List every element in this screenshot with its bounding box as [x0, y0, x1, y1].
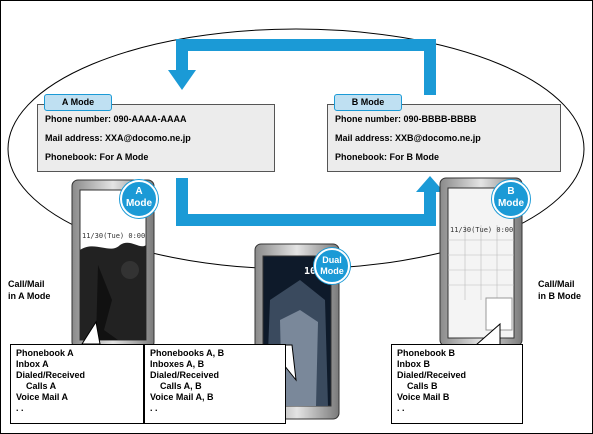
bottom-arrow-head	[416, 176, 444, 192]
bottom-switch-arrow	[176, 178, 436, 226]
a-mail-address: Mail address: XXA@docomo.ne.jp	[45, 133, 191, 143]
b-mode-badge: B Mode	[492, 180, 530, 218]
a-phonebook: Phonebook: For A Mode	[45, 152, 149, 162]
dual-badge-line2: Mode	[320, 266, 344, 276]
dual-mode-badge: Dual Mode	[314, 248, 350, 284]
callout-a: Phonebook A Inbox A Dialed/Received Call…	[10, 344, 144, 424]
a-badge-line2: Mode	[125, 198, 153, 209]
left-side-label: Call/Mail in A Mode	[8, 279, 51, 301]
phone-a-time: 11/30(Tue) 0:00	[82, 232, 146, 240]
b-badge-line2: Mode	[497, 198, 525, 209]
b-mail-address: Mail address: XXB@docomo.ne.jp	[335, 133, 481, 143]
top-arrow-head	[168, 70, 196, 90]
right-side-label: Call/Mail in B Mode	[538, 279, 581, 301]
b-phone-number: Phone number: 090-BBBB-BBBB	[335, 114, 477, 124]
b-phonebook: Phonebook: For B Mode	[335, 152, 439, 162]
b-badge-line1: B	[507, 186, 515, 197]
top-switch-arrow	[176, 39, 436, 95]
callout-b: Phonebook B Inbox B Dialed/Received Call…	[391, 344, 523, 424]
phone-b-time: 11/30(Tue) 0:00	[450, 226, 514, 234]
a-mode-tab: A Mode	[44, 94, 112, 111]
dual-badge-line1: Dual	[322, 255, 342, 265]
a-badge-line1: A	[135, 186, 143, 197]
phone-b	[439, 177, 523, 347]
b-mode-tab: B Mode	[334, 94, 402, 111]
a-mode-badge: A Mode	[120, 180, 158, 218]
a-phone-number: Phone number: 090-AAAA-AAAA	[45, 114, 187, 124]
a-mode-box: Phone number: 090-AAAA-AAAA Mail address…	[37, 104, 275, 172]
b-mode-box: Phone number: 090-BBBB-BBBB Mail address…	[327, 104, 561, 172]
callout-dual: Phonebooks A, B Inboxes A, B Dialed/Rece…	[144, 344, 286, 424]
